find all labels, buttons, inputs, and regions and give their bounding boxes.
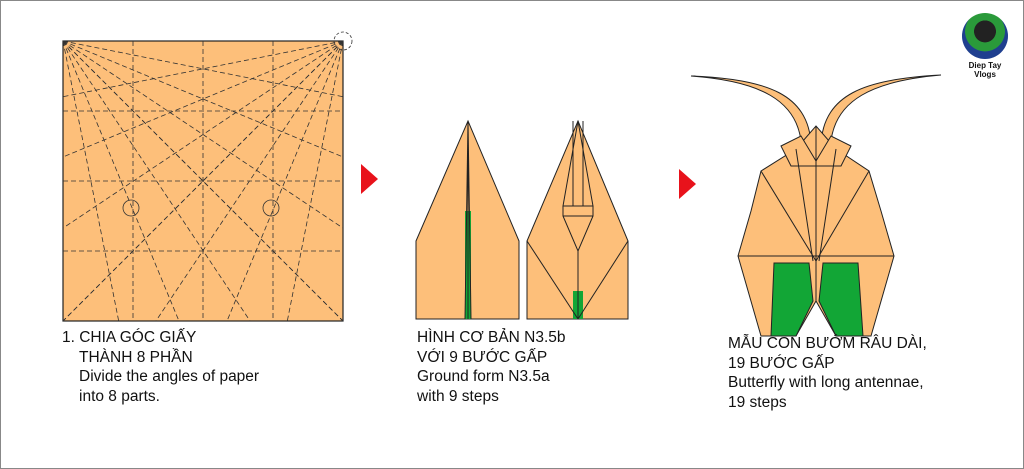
caption-line: THÀNH 8 PHẦN xyxy=(79,348,193,366)
caption-line: VỚI 9 BƯỚC GẤP xyxy=(417,348,548,366)
step-arrow-1 xyxy=(361,164,378,194)
crease-line xyxy=(62,40,251,322)
channel-logo: Diep Tay Vlogs xyxy=(957,13,1013,79)
caption-line: 1. CHIA GÓC GIẤY xyxy=(62,329,197,346)
crease-line xyxy=(62,40,180,322)
caption-line: Butterfly with long antennae, xyxy=(728,374,924,391)
step-3-caption: MẪU CON BƯỚM RÂU DÀI, 19 BƯỚC GẤP Butter… xyxy=(728,334,927,412)
step-2-caption: HÌNH CƠ BẢN N3.5b VỚI 9 BƯỚC GẤP Ground … xyxy=(417,328,566,406)
crease-pattern-square xyxy=(62,31,353,322)
step-1-caption: 1. CHIA GÓC GIẤY THÀNH 8 PHẦN Divide the… xyxy=(62,328,259,406)
caption-line: MẪU CON BƯỚM RÂU DÀI, xyxy=(728,335,927,352)
crease-line xyxy=(62,40,344,322)
crease-line xyxy=(62,40,344,229)
caption-line: into 8 parts. xyxy=(79,387,160,405)
crease-line xyxy=(226,40,344,322)
caption-line: Divide the angles of paper xyxy=(79,368,260,385)
logo-text: Diep Tay Vlogs xyxy=(968,61,1002,79)
butterfly-model xyxy=(690,74,942,337)
base-form-right xyxy=(526,119,629,320)
caption-line: 19 steps xyxy=(728,393,787,411)
caption-line: HÌNH CƠ BẢN N3.5b xyxy=(417,329,566,346)
base-form-left xyxy=(415,119,520,320)
caption-line: with 9 steps xyxy=(417,387,499,405)
crease-line xyxy=(62,40,344,158)
caption-line: 19 BƯỚC GẤP xyxy=(728,354,835,372)
step-arrow-2 xyxy=(679,169,696,199)
reference-circle xyxy=(122,199,140,217)
crease-line xyxy=(62,40,344,322)
caption-line: Ground form N3.5a xyxy=(417,368,550,385)
crease-line xyxy=(155,40,344,322)
corner-circle xyxy=(333,31,353,51)
crease-line xyxy=(62,40,344,158)
reference-circle xyxy=(262,199,280,217)
logo-avatar xyxy=(962,13,1008,59)
